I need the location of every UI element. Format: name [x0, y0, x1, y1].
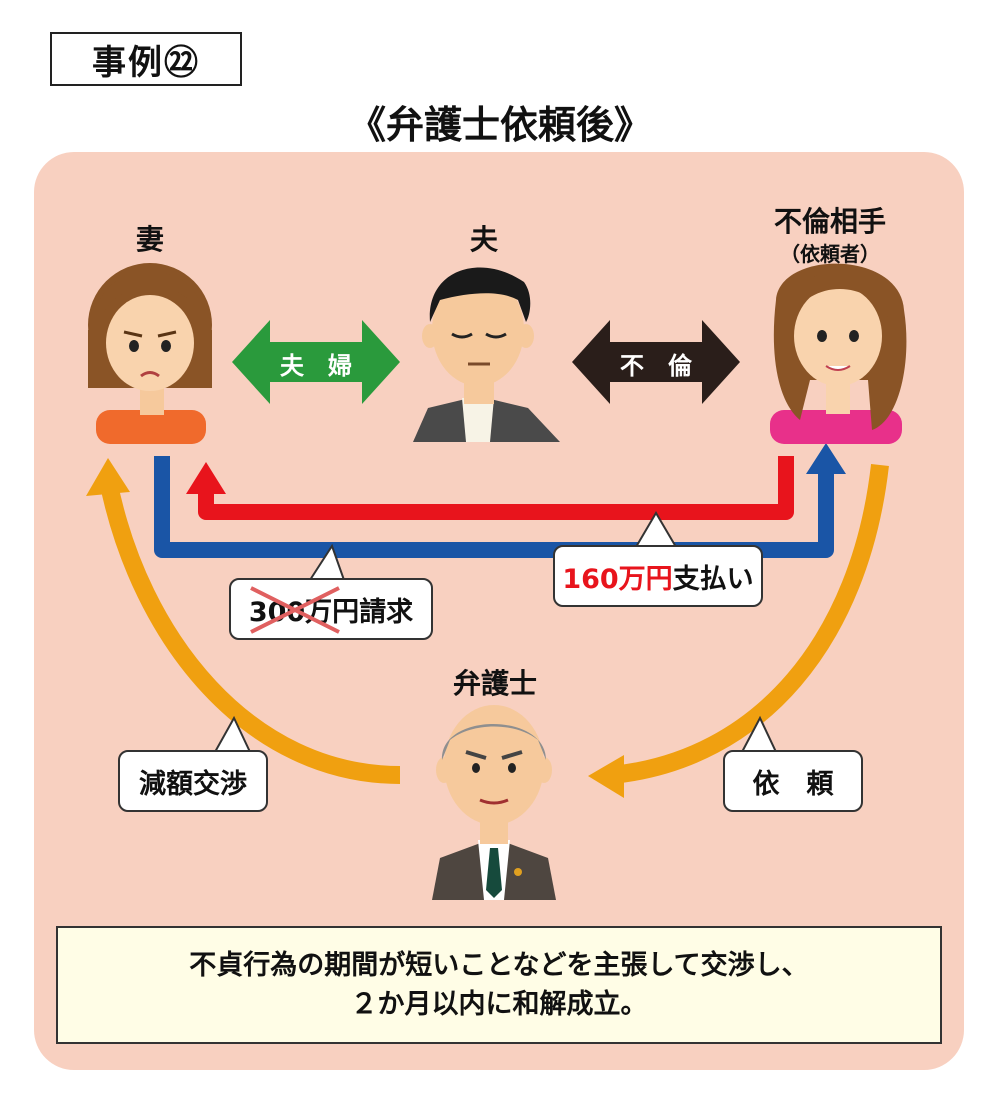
claim-arrow	[154, 443, 846, 558]
strikethrough-cross	[250, 586, 340, 634]
affair-partner-sublabel: （依頼者）	[780, 242, 880, 266]
callout-tails	[213, 511, 778, 753]
request-arrow	[588, 463, 889, 798]
lawyer-label: 弁護士	[452, 667, 537, 700]
affair-arrow-label: 不 倫	[620, 352, 692, 380]
husband-label: 夫	[469, 223, 498, 256]
affair-arrow	[572, 320, 740, 404]
negotiation-arrow	[86, 458, 401, 784]
negotiation-callout: 減額交渉	[118, 750, 268, 812]
payment-text: 支払い	[672, 563, 754, 595]
wife-label: 妻	[135, 223, 164, 256]
claim-text: 請求	[359, 596, 414, 628]
payment-callout: 160万円支払い	[553, 545, 763, 607]
husband-illustration	[413, 267, 560, 442]
couple-arrow-label: 夫 婦	[280, 352, 352, 380]
summary-box: 不貞行為の期間が短いことなどを主張して交渉し、 ２か月以内に和解成立。	[56, 926, 942, 1044]
couple-arrow	[232, 320, 400, 404]
case-label: 事例㉒	[50, 32, 242, 86]
summary-line-1: 不貞行為の期間が短いことなどを主張して交渉し、	[189, 949, 809, 981]
request-callout: 依 頼	[723, 750, 863, 812]
affair-partner-label: 不倫相手	[773, 205, 886, 238]
affair-partner-illustration	[770, 263, 907, 444]
summary-line-2: ２か月以内に和解成立。	[350, 989, 648, 1020]
wife-illustration	[88, 263, 212, 444]
payment-amount: 160万円	[562, 563, 673, 595]
payment-arrow	[186, 456, 794, 520]
page-title: 《弁護士依頼後》	[347, 103, 652, 147]
claim-callout: 300万円請求	[229, 578, 433, 640]
lawyer-illustration	[432, 705, 556, 900]
